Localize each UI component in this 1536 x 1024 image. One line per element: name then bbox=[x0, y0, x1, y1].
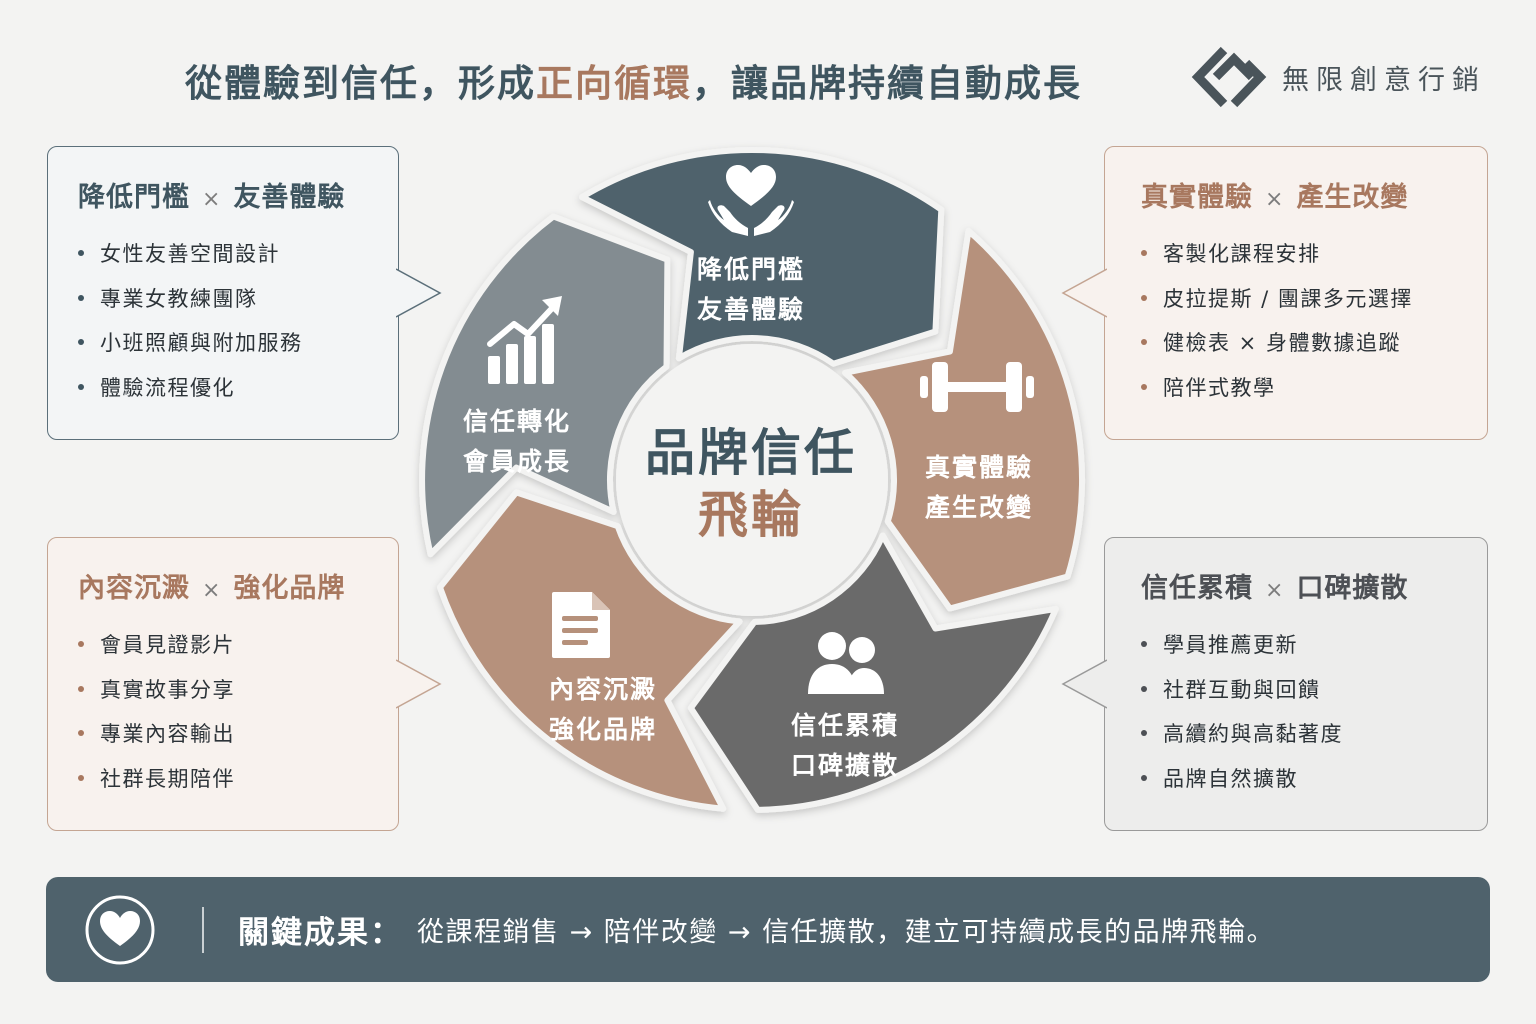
callout-box-real-experience: 真實體驗 × 產生改變 客製化課程安排 皮拉提斯 / 團課多元選擇 健檢表 × 身體… bbox=[1061, 146, 1488, 440]
list-item: 皮拉提斯 / 團課多元選擇 bbox=[1141, 276, 1413, 321]
segment-4-line1: 內容沉澱 bbox=[548, 675, 657, 704]
center-line2: 飛輪 bbox=[698, 486, 804, 544]
callout-list: 學員推薦更新 社群互動與回饋 高續約與高黏著度 品牌自然擴散 bbox=[1141, 622, 1343, 800]
segment-1-line2: 友善體驗 bbox=[696, 295, 805, 324]
segment-5-line1: 信任轉化 bbox=[462, 407, 571, 436]
callout-title-b: 產生改變 bbox=[1296, 182, 1409, 213]
banner-divider bbox=[202, 906, 204, 953]
callout-list: 會員見證影片 真實故事分享 專業內容輸出 社群長期陪伴 bbox=[78, 622, 235, 800]
page-title: 從體驗到信任，形成正向循環，讓品牌持續自動成長 bbox=[185, 52, 1082, 108]
callout-title: 降低門檻 × 友善體驗 bbox=[78, 175, 345, 214]
list-item: 品牌自然擴散 bbox=[1141, 756, 1343, 801]
diamond-chevron-logo-icon bbox=[1191, 46, 1267, 108]
key-result-banner: 關鍵成果： 從課程銷售 → 陪伴改變 → 信任擴散，建立可持續成長的品牌飛輪。 bbox=[46, 877, 1490, 982]
segment-5-line2: 會員成長 bbox=[462, 447, 571, 476]
list-item: 女性友善空間設計 bbox=[78, 231, 303, 276]
callout-title-a: 內容沉澱 bbox=[78, 573, 190, 604]
callout-pointer bbox=[396, 659, 442, 709]
times-sign: × bbox=[1265, 187, 1285, 212]
callout-title-b: 口碑擴散 bbox=[1296, 573, 1409, 604]
callout-pointer bbox=[1061, 268, 1107, 318]
callout-title-a: 信任累積 bbox=[1141, 573, 1253, 604]
list-item: 客製化課程安排 bbox=[1141, 231, 1413, 276]
segment-4-line2: 強化品牌 bbox=[548, 715, 657, 744]
flywheel-hub bbox=[616, 344, 888, 616]
list-item: 會員見證影片 bbox=[78, 622, 235, 667]
title-part1: 從體驗到信任，形成 bbox=[185, 62, 536, 105]
document-icon bbox=[552, 592, 610, 658]
callout-title-b: 強化品牌 bbox=[233, 573, 346, 604]
list-item: 真實故事分享 bbox=[78, 667, 235, 712]
segment-1-label: 降低門檻 友善體驗 bbox=[666, 250, 836, 330]
list-item: 社群互動與回饋 bbox=[1141, 667, 1343, 712]
times-sign: × bbox=[1265, 578, 1285, 603]
segment-low-barrier bbox=[579, 146, 945, 367]
banner-label: 關鍵成果： bbox=[238, 915, 403, 951]
flywheel-center-title: 品牌信任 飛輪 bbox=[616, 422, 886, 546]
callout-title-b: 友善體驗 bbox=[233, 182, 346, 213]
segment-5-label: 信任轉化 會員成長 bbox=[432, 402, 602, 482]
segment-4-label: 內容沉澱 強化品牌 bbox=[518, 670, 688, 750]
callout-list: 客製化課程安排 皮拉提斯 / 團課多元選擇 健檢表 × 身體數據追蹤 陪伴式教學 bbox=[1141, 231, 1413, 409]
list-item: 高續約與高黏著度 bbox=[1141, 711, 1343, 756]
callout-pointer bbox=[1061, 659, 1107, 709]
segment-2-line1: 真實體驗 bbox=[924, 453, 1033, 482]
callout-list: 女性友善空間設計 專業女教練團隊 小班照顧與附加服務 體驗流程優化 bbox=[78, 231, 303, 409]
brand-logo: 無限創意行銷 bbox=[1186, 44, 1486, 110]
list-item: 體驗流程優化 bbox=[78, 365, 303, 410]
segment-3-line2: 口碑擴散 bbox=[790, 751, 899, 780]
segment-real-experience bbox=[842, 227, 1086, 612]
list-item: 專業內容輸出 bbox=[78, 711, 235, 756]
title-part2: ，讓品牌持續自動成長 bbox=[692, 62, 1082, 105]
title-highlight: 正向循環 bbox=[536, 62, 692, 105]
segment-2-line2: 產生改變 bbox=[924, 493, 1033, 522]
banner-text: 從課程銷售 → 陪伴改變 → 信任擴散，建立可持續成長的品牌飛輪。 bbox=[417, 917, 1276, 948]
times-sign: × bbox=[202, 187, 222, 212]
callout-title-a: 真實體驗 bbox=[1141, 182, 1253, 213]
callout-box-trust: 信任累積 × 口碑擴散 學員推薦更新 社群互動與回饋 高續約與高黏著度 品牌自然擴散 bbox=[1061, 537, 1488, 831]
callout-title-a: 降低門檻 bbox=[78, 182, 190, 213]
list-item: 學員推薦更新 bbox=[1141, 622, 1343, 667]
growth-chart-icon bbox=[487, 296, 562, 384]
segment-1-line1: 降低門檻 bbox=[696, 255, 805, 284]
callout-title: 內容沉澱 × 強化品牌 bbox=[78, 566, 345, 605]
callout-box-low-barrier: 降低門檻 × 友善體驗 女性友善空間設計 專業女教練團隊 小班照顧與附加服務 體驗流… bbox=[47, 146, 442, 440]
callout-pointer bbox=[396, 268, 442, 318]
times-sign: × bbox=[202, 578, 222, 603]
segment-3-label: 信任累積 口碑擴散 bbox=[760, 706, 930, 786]
callout-box-content: 內容沉澱 × 強化品牌 會員見證影片 真實故事分享 專業內容輸出 社群長期陪伴 bbox=[47, 537, 442, 831]
dumbbell-icon bbox=[920, 362, 1034, 412]
logo-text: 無限創意行銷 bbox=[1282, 64, 1486, 96]
people-icon bbox=[808, 632, 884, 694]
list-item: 社群長期陪伴 bbox=[78, 756, 235, 801]
list-item: 小班照顧與附加服務 bbox=[78, 320, 303, 365]
callout-title: 信任累積 × 口碑擴散 bbox=[1141, 566, 1408, 605]
heart-circle-icon bbox=[85, 895, 155, 964]
segment-3-line1: 信任累積 bbox=[790, 711, 899, 740]
segment-2-label: 真實體驗 產生改變 bbox=[894, 448, 1064, 528]
list-item: 健檢表 × 身體數據追蹤 bbox=[1141, 320, 1413, 365]
list-item: 陪伴式教學 bbox=[1141, 365, 1413, 410]
heart-hands-icon bbox=[708, 165, 794, 236]
segment-trust-conversion bbox=[419, 213, 671, 558]
center-line1: 品牌信任 bbox=[645, 424, 857, 482]
callout-title: 真實體驗 × 產生改變 bbox=[1141, 175, 1408, 214]
list-item: 專業女教練團隊 bbox=[78, 276, 303, 321]
